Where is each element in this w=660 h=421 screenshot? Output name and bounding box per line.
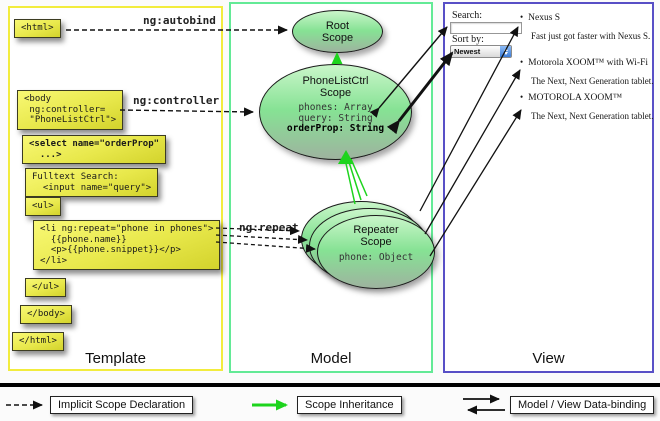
sort-dropdown[interactable]: Newest — [450, 45, 512, 58]
code-box-select: <select name="orderProp" ...> — [22, 135, 167, 164]
search-label: Search: — [452, 10, 482, 21]
phonelistctrl-scope-title: PhoneListCtrl Scope — [302, 75, 369, 99]
phone-snippet: The Next, Next Generation tablet. — [531, 76, 654, 86]
repeater-scope-ellipse-front: Repeater Scope phone: Object — [317, 215, 435, 289]
code-box-fulltext-search: Fulltext Search: <input name="query"> — [25, 168, 159, 197]
phonelistctrl-scope-ellipse: PhoneListCtrl Scope phones: Array query:… — [259, 64, 412, 160]
phone-list-item: • MOTOROLA XOOM™ The Next, Next Generatio… — [520, 92, 654, 121]
code-box-li-repeat: <li ng:repeat="phone in phones"> {{phone… — [33, 220, 221, 270]
view-section-title: View — [532, 350, 565, 367]
bullet-icon: • — [520, 57, 524, 67]
phone-name: Motorola XOOM™ with Wi-Fi — [528, 58, 649, 68]
ng-controller-label: ng:controller — [133, 94, 220, 107]
phone-property: phone: Object — [338, 252, 414, 263]
code-box-html-close: </html> — [12, 332, 64, 351]
phones-property: phones: Array — [298, 102, 373, 113]
phone-list-item: • Nexus S Fast just got faster with Nexus… — [520, 12, 654, 41]
model-section — [229, 2, 433, 373]
template-section-title: Template — [85, 350, 146, 367]
code-box-body-close: </body> — [20, 305, 72, 324]
sort-dropdown-value: Newest — [454, 47, 481, 56]
dropdown-stepper-icon — [500, 46, 511, 57]
query-property: query: String — [298, 112, 373, 124]
phone-name: Nexus S — [528, 13, 561, 23]
legend-model-view-databinding: Model / View Data-binding — [510, 396, 655, 414]
bullet-icon: • — [520, 92, 524, 102]
repeater-scope-title: Repeater Scope — [353, 224, 399, 248]
code-box-ul-close: </ul> — [25, 278, 67, 297]
sort-by-label: Sort by: — [452, 34, 484, 45]
code-box-body-open: <body ng:controller= "PhoneListCtrl"> — [17, 90, 124, 130]
ng-repeat-label: ng:repeat — [239, 221, 299, 234]
ng-autobind-label: ng:autobind — [143, 14, 216, 27]
code-box-ul-open: <ul> — [25, 197, 61, 216]
root-scope-title: Root Scope — [321, 19, 354, 44]
legend-scope-inheritance: Scope Inheritance — [297, 396, 402, 414]
search-input[interactable] — [450, 22, 522, 34]
model-section-title: Model — [310, 350, 352, 367]
code-box-html-open: <html> — [14, 19, 61, 38]
phone-snippet: The Next, Next Generation tablet. — [531, 111, 654, 121]
phone-name: MOTOROLA XOOM™ — [528, 93, 623, 103]
phone-snippet: Fast just got faster with Nexus S. — [531, 31, 651, 41]
legend-implicit-scope-declaration: Implicit Scope Declaration — [50, 396, 194, 414]
legend-separator-line — [0, 383, 660, 387]
bullet-icon: • — [520, 12, 524, 22]
root-scope-ellipse: Root Scope — [292, 10, 383, 53]
phone-list-item: • Motorola XOOM™ with Wi-Fi The Next, Nex… — [520, 57, 654, 86]
orderprop-property: orderProp: String — [286, 123, 385, 134]
